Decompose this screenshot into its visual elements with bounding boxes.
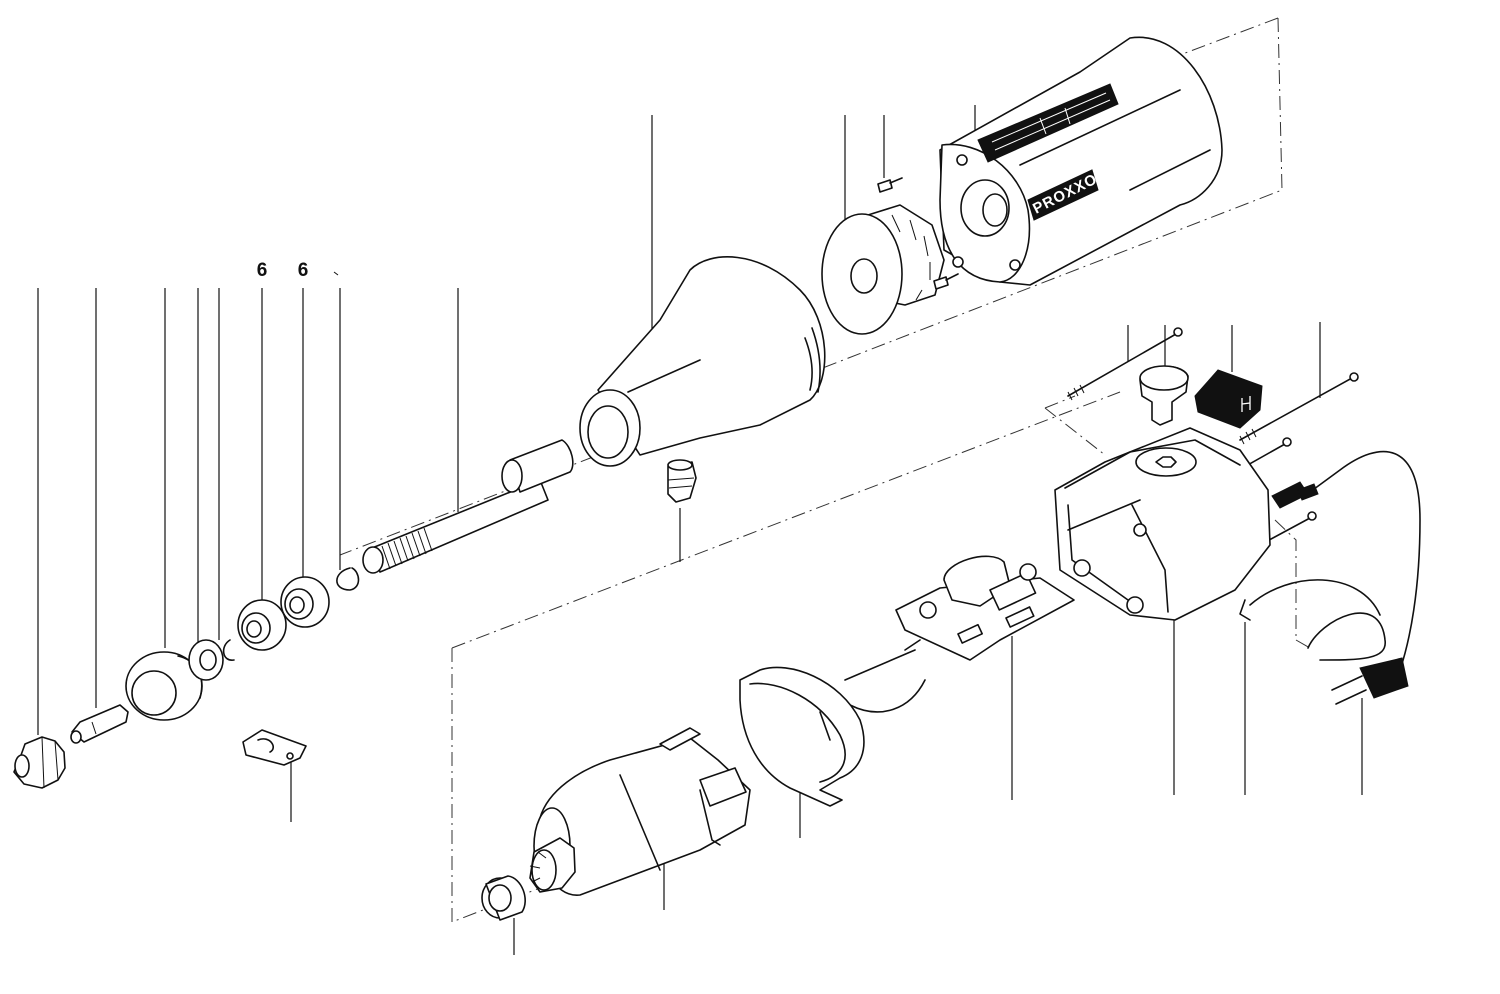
control-knob — [1139, 365, 1189, 426]
label-tick-mark — [333, 271, 339, 276]
housing-screw-bottom — [933, 273, 959, 290]
motor-sleeve — [481, 875, 526, 921]
ball-bearing-left — [237, 599, 287, 651]
circlip-right — [336, 567, 360, 591]
internal-wires — [844, 579, 1386, 713]
power-plug — [1331, 657, 1409, 705]
long-screw-1 — [1067, 327, 1183, 401]
collet-nut — [13, 736, 66, 789]
housing-screw-top — [877, 177, 903, 193]
motor-mount-ring — [739, 666, 865, 807]
motor-housing: PROXXON — [939, 36, 1223, 286]
ball-bearing-right — [280, 576, 330, 628]
long-screw-2 — [1239, 372, 1359, 445]
pinion-gear — [529, 837, 576, 893]
rear-housing — [1054, 427, 1271, 621]
front-flange — [125, 651, 203, 721]
small-clip — [242, 729, 307, 766]
part-label-bearing-left: 6 — [257, 260, 268, 281]
circlip-left — [222, 639, 235, 661]
cooling-fan — [821, 204, 945, 335]
grease-nipple — [667, 459, 697, 503]
part-label-bearing-right: 6 — [298, 260, 309, 281]
gear-head-housing — [579, 256, 826, 467]
spindle-shaft — [362, 439, 574, 574]
collet — [70, 704, 129, 744]
spacer-washer — [188, 639, 224, 681]
circuit-board — [895, 555, 1075, 661]
rocker-switch — [1194, 369, 1263, 429]
power-cable — [1271, 450, 1421, 671]
